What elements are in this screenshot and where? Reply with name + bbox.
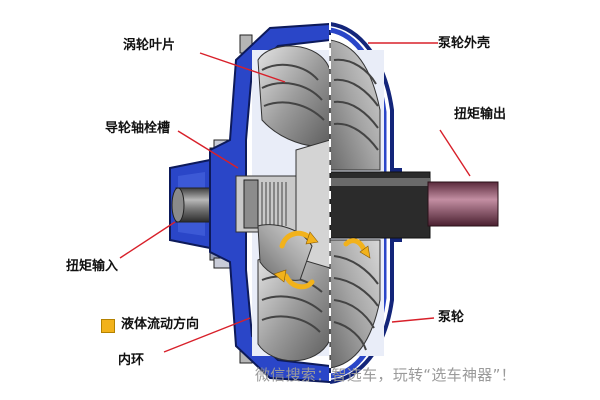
pump-housing-label: 泵轮外壳 bbox=[438, 36, 491, 51]
output-shaft bbox=[329, 171, 499, 239]
leader-lines bbox=[119, 42, 471, 353]
pump-impeller-label: 泵轮 bbox=[438, 310, 465, 325]
flow-arrowheads bbox=[273, 231, 371, 283]
pump-blades bbox=[329, 39, 381, 369]
turbine-blades-label: 涡轮叶片 bbox=[123, 38, 176, 53]
stator-spline-label: 导轮轴栓槽 bbox=[105, 121, 171, 136]
flow-direction-label: 液体流动方向 bbox=[121, 317, 200, 332]
torque-output-label: 扭矩输出 bbox=[454, 107, 507, 122]
flow-legend-swatch bbox=[101, 319, 115, 333]
torque-input-label: 扭矩输入 bbox=[66, 259, 119, 274]
fluid-flow-arrows bbox=[279, 230, 367, 290]
inner-ring-label: 内环 bbox=[118, 353, 145, 368]
watermark-text: 微信搜索：智选车，玩转“选车神器”！ bbox=[255, 366, 516, 384]
